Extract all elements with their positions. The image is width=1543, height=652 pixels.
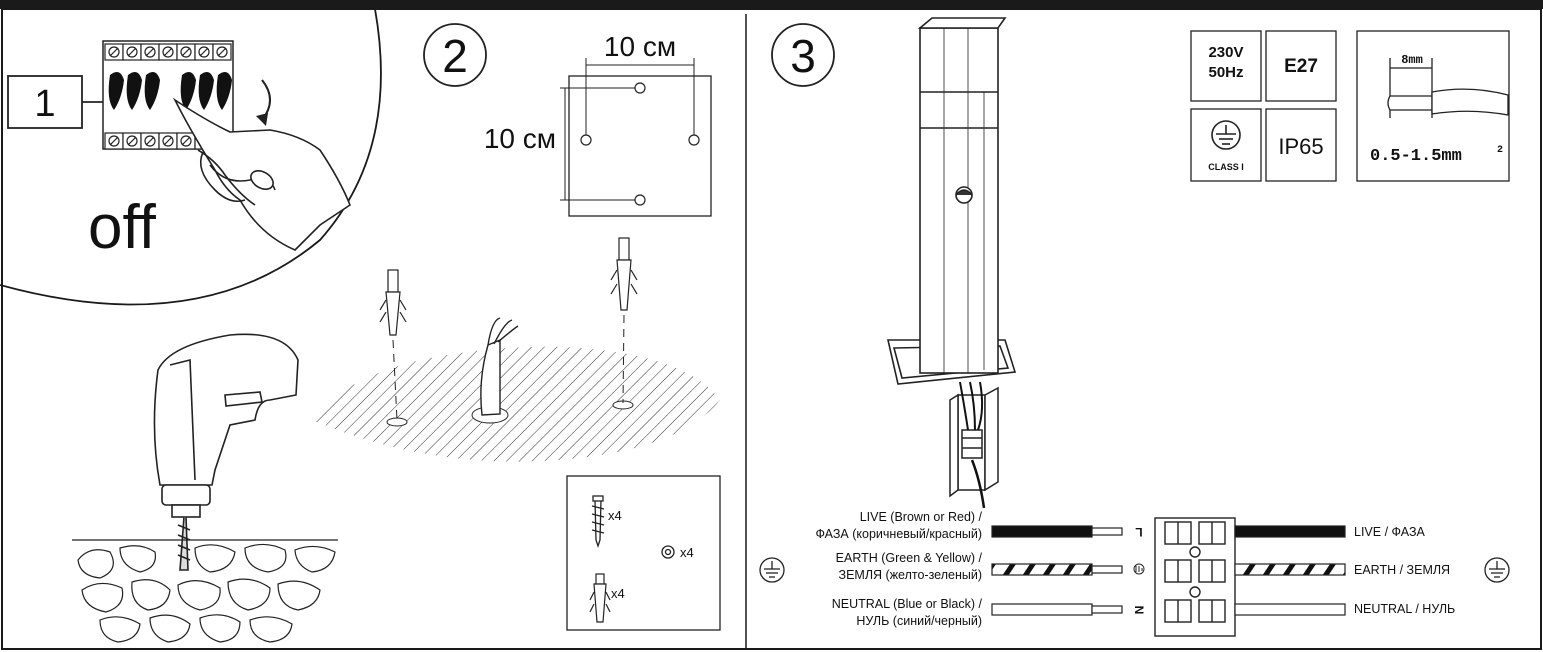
- earth-label-en: EARTH (Green & Yellow) /: [836, 551, 983, 565]
- drill-icon: [153, 333, 299, 571]
- neutral-label-en: NEUTRAL (Blue or Black) /: [832, 597, 983, 611]
- earth-symbol-right-icon: [1484, 557, 1510, 583]
- outer-frame: [1, 8, 1542, 650]
- washer-qty: x4: [680, 545, 694, 560]
- step1-breaker-panel: 1 off: [0, 8, 382, 306]
- dowel-icon: [379, 237, 638, 336]
- neutral-label-ru: НУЛЬ (синий/черный): [856, 614, 982, 628]
- header-bar: [0, 0, 1543, 9]
- step3-number: 3: [790, 30, 816, 82]
- earth-symbol-icon: [1211, 120, 1241, 150]
- anchor-icon: [589, 573, 611, 623]
- live-mark: L: [1135, 525, 1142, 539]
- cable-icon: [480, 317, 519, 416]
- step3-badge: [771, 23, 835, 87]
- dim-vertical: 10 см: [484, 123, 556, 154]
- earth-symbol-left-icon: [759, 557, 785, 583]
- step2-number: 2: [442, 30, 468, 82]
- earth-label-ru: ЗЕМЛЯ (желто-зеленый): [839, 568, 982, 582]
- spec-socket: E27: [1284, 56, 1318, 77]
- spec-wire-section: 0.5-1.5mm: [1370, 147, 1462, 166]
- stone-ground: [72, 539, 338, 643]
- spec-voltage: 230V: [1208, 44, 1243, 61]
- spec-ip: IP65: [1278, 134, 1323, 159]
- anchor-qty: x4: [611, 586, 625, 601]
- ground-surface: [312, 346, 720, 462]
- step1-off-label: off: [88, 193, 157, 262]
- washer-icon: [661, 545, 675, 559]
- spec-wire-section-sup: 2: [1497, 145, 1503, 156]
- mounting-template: [568, 75, 712, 217]
- earth-mark-icon: [1133, 563, 1145, 575]
- neutral-mark: N: [1132, 606, 1146, 615]
- live-label-ru: ФАЗА (коричневый/красный): [815, 527, 982, 541]
- spec-class: CLASS I: [1208, 162, 1244, 172]
- parts-box: [566, 475, 721, 631]
- live-label-en: LIVE (Brown or Red) /: [860, 510, 983, 524]
- wires-right: [1234, 525, 1346, 616]
- spec-strip-length: 8mm: [1401, 53, 1423, 67]
- neutral-label-right: NEUTRAL / НУЛЬ: [1354, 602, 1455, 616]
- wire-strip-icon: [1387, 58, 1509, 118]
- step2-mounting-panel: 2 10 см 10 см: [72, 23, 721, 643]
- wires-left: [991, 525, 1123, 616]
- hand-icon: [172, 97, 351, 251]
- step2-badge: [423, 23, 487, 87]
- spec-frequency: 50Hz: [1208, 64, 1243, 81]
- live-label-right: LIVE / ФАЗА: [1354, 525, 1425, 539]
- bollard-lamp: [886, 17, 1017, 385]
- dim-horizontal: 10 см: [604, 31, 676, 62]
- screw-icon: [591, 495, 605, 549]
- terminal-block: [1154, 517, 1236, 637]
- junction-box: [949, 386, 999, 498]
- earth-label-right: EARTH / ЗЕМЛЯ: [1354, 563, 1450, 577]
- step1-number: 1: [34, 83, 55, 125]
- screw-qty: x4: [608, 508, 622, 523]
- step3-wiring-panel: 3: [759, 17, 1510, 637]
